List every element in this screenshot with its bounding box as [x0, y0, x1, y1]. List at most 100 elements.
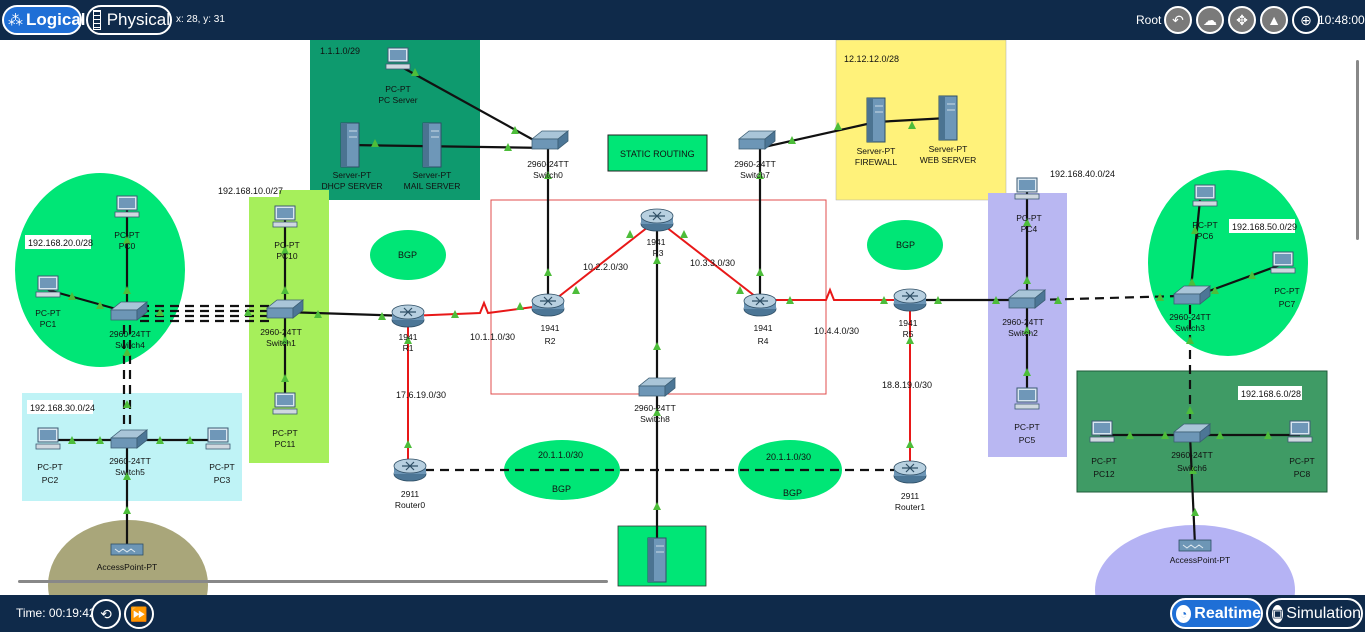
device-label: PC-PT	[1274, 286, 1300, 296]
image-icon[interactable]: ▲	[1260, 6, 1288, 34]
network-clock-icon[interactable]: ⊕	[1292, 6, 1320, 34]
device-label: 1941	[541, 323, 560, 333]
move-icon[interactable]: ✥	[1228, 6, 1256, 34]
area-label-1: 1.1.1.0/29	[320, 46, 360, 56]
device-label: PC-PT	[385, 84, 411, 94]
bgp-label-1: BGP	[398, 250, 417, 260]
device-label: R5	[903, 329, 914, 339]
device-label: FIREWALL	[855, 157, 897, 167]
r4-icon[interactable]	[743, 293, 777, 317]
device-label: 1941	[647, 237, 666, 247]
link-status-indicator	[516, 302, 524, 310]
back-icon[interactable]: ↶	[1164, 6, 1192, 34]
device-label: PC7	[1279, 299, 1296, 309]
device-label: R2	[545, 336, 556, 346]
bgp-label-2: BGP	[896, 240, 915, 250]
link-label-3: 10.1.1.0/30	[470, 332, 515, 342]
pc7-icon[interactable]	[1270, 251, 1296, 274]
device-label: 2960-24TT	[1169, 312, 1211, 322]
device-label: 2960-24TT	[634, 403, 676, 413]
cloud-icon[interactable]: ☁	[1196, 6, 1224, 34]
bgp-cloud-left	[370, 230, 446, 280]
pc1-icon[interactable]	[35, 275, 61, 298]
device-label: PC-PT	[1016, 213, 1042, 223]
diagram-group: 1.1.1.0/29 12.12.12.0/28 192.168.10.0/27…	[25, 46, 1302, 498]
device-label: PC-PT	[35, 308, 61, 318]
device-label: Router0	[395, 500, 426, 510]
device-label: PC-PT	[272, 428, 298, 438]
static-routing-label-box	[607, 134, 708, 172]
r3-icon[interactable]	[640, 208, 674, 232]
r5-icon[interactable]	[893, 288, 927, 312]
pc11-icon[interactable]	[272, 392, 298, 415]
horizontal-scrollbar[interactable]	[18, 580, 608, 583]
device-label: PC-PT	[274, 240, 300, 250]
device-label: PC12	[1093, 469, 1115, 479]
link-label-7: 20.1.1.0/30	[538, 450, 583, 460]
link-status-indicator	[404, 440, 412, 448]
simulation-mode-button[interactable]: ▣ Simulation	[1266, 598, 1363, 629]
switch8-icon[interactable]	[638, 377, 676, 397]
device-label: Switch7	[740, 170, 770, 180]
pc-server-icon[interactable]	[385, 47, 411, 70]
bottom-toolbar: Time: 00:19:42 ⟲ ⏩ ◔ Realtime ▣ Simulati…	[0, 595, 1365, 632]
link-status-indicator	[544, 268, 552, 276]
access-point-2-icon[interactable]	[1178, 539, 1212, 552]
physical-view-button[interactable]: Physical	[86, 5, 172, 35]
logical-label: Logical	[26, 10, 86, 29]
vertical-scrollbar[interactable]	[1356, 60, 1359, 240]
web-server-icon[interactable]	[938, 95, 958, 141]
device-label: Switch8	[640, 414, 670, 424]
logical-view-button[interactable]: ⁂ Logical	[2, 5, 86, 35]
pc6-icon[interactable]	[1192, 184, 1218, 207]
device-label: PC1	[40, 319, 57, 329]
fast-forward-icon[interactable]: ⏩	[124, 599, 154, 629]
device-label: DHCP SERVER	[321, 181, 382, 191]
device-label: PC5	[1019, 435, 1036, 445]
device-label: PC3	[214, 475, 231, 485]
pc8-icon[interactable]	[1287, 420, 1313, 443]
logical-workspace[interactable]: 1.1.1.0/29 12.12.12.0/28 192.168.10.0/27…	[0, 40, 1365, 595]
pc4-icon[interactable]	[1014, 177, 1040, 200]
device-label: Switch4	[115, 340, 145, 350]
device-label: PC8	[1294, 469, 1311, 479]
device-label: 2911	[901, 491, 920, 501]
device-label: PC-PT	[114, 230, 140, 240]
device-label: R1	[403, 343, 414, 353]
area-label-2: 12.12.12.0/28	[844, 54, 899, 64]
pc2-icon[interactable]	[35, 427, 61, 450]
reset-time-icon[interactable]: ⟲	[91, 599, 121, 629]
router0-icon[interactable]	[393, 458, 427, 482]
crossover-links	[122, 294, 1192, 472]
bgp-label-4: BGP	[783, 488, 802, 498]
bottom-server-icon[interactable]	[647, 537, 667, 583]
r1-icon[interactable]	[391, 304, 425, 328]
pc3-icon[interactable]	[205, 427, 231, 450]
firewall-icon[interactable]	[866, 97, 886, 143]
zone-192-168-20	[15, 173, 185, 367]
device-label: 1941	[899, 318, 918, 328]
clock: 10:48:00	[1318, 13, 1365, 27]
mail-server-icon[interactable]	[422, 122, 442, 168]
device-label: PC-PT	[209, 462, 235, 472]
realtime-mode-button[interactable]: ◔ Realtime	[1170, 598, 1263, 629]
pc5-icon[interactable]	[1014, 387, 1040, 410]
link-status-indicator	[756, 268, 764, 276]
link-label-5: 17.6.19.0/30	[396, 390, 446, 400]
dhcp-server-icon[interactable]	[340, 122, 360, 168]
device-label: 1941	[754, 323, 773, 333]
switch0-icon[interactable]	[531, 130, 569, 150]
simulation-icon: ▣	[1272, 604, 1284, 623]
device-label: 2911	[401, 489, 420, 499]
router1-icon[interactable]	[893, 460, 927, 484]
device-label: PC11	[275, 439, 296, 449]
access-point-1-icon[interactable]	[110, 543, 144, 556]
device-label: PC2	[42, 475, 59, 485]
device-label: 2960-24TT	[1171, 450, 1213, 460]
pc10-icon[interactable]	[272, 205, 298, 228]
r2-icon[interactable]	[531, 293, 565, 317]
pc12-icon[interactable]	[1089, 420, 1115, 443]
link-label-4: 10.4.4.0/30	[814, 326, 859, 336]
pc0-icon[interactable]	[114, 195, 140, 218]
